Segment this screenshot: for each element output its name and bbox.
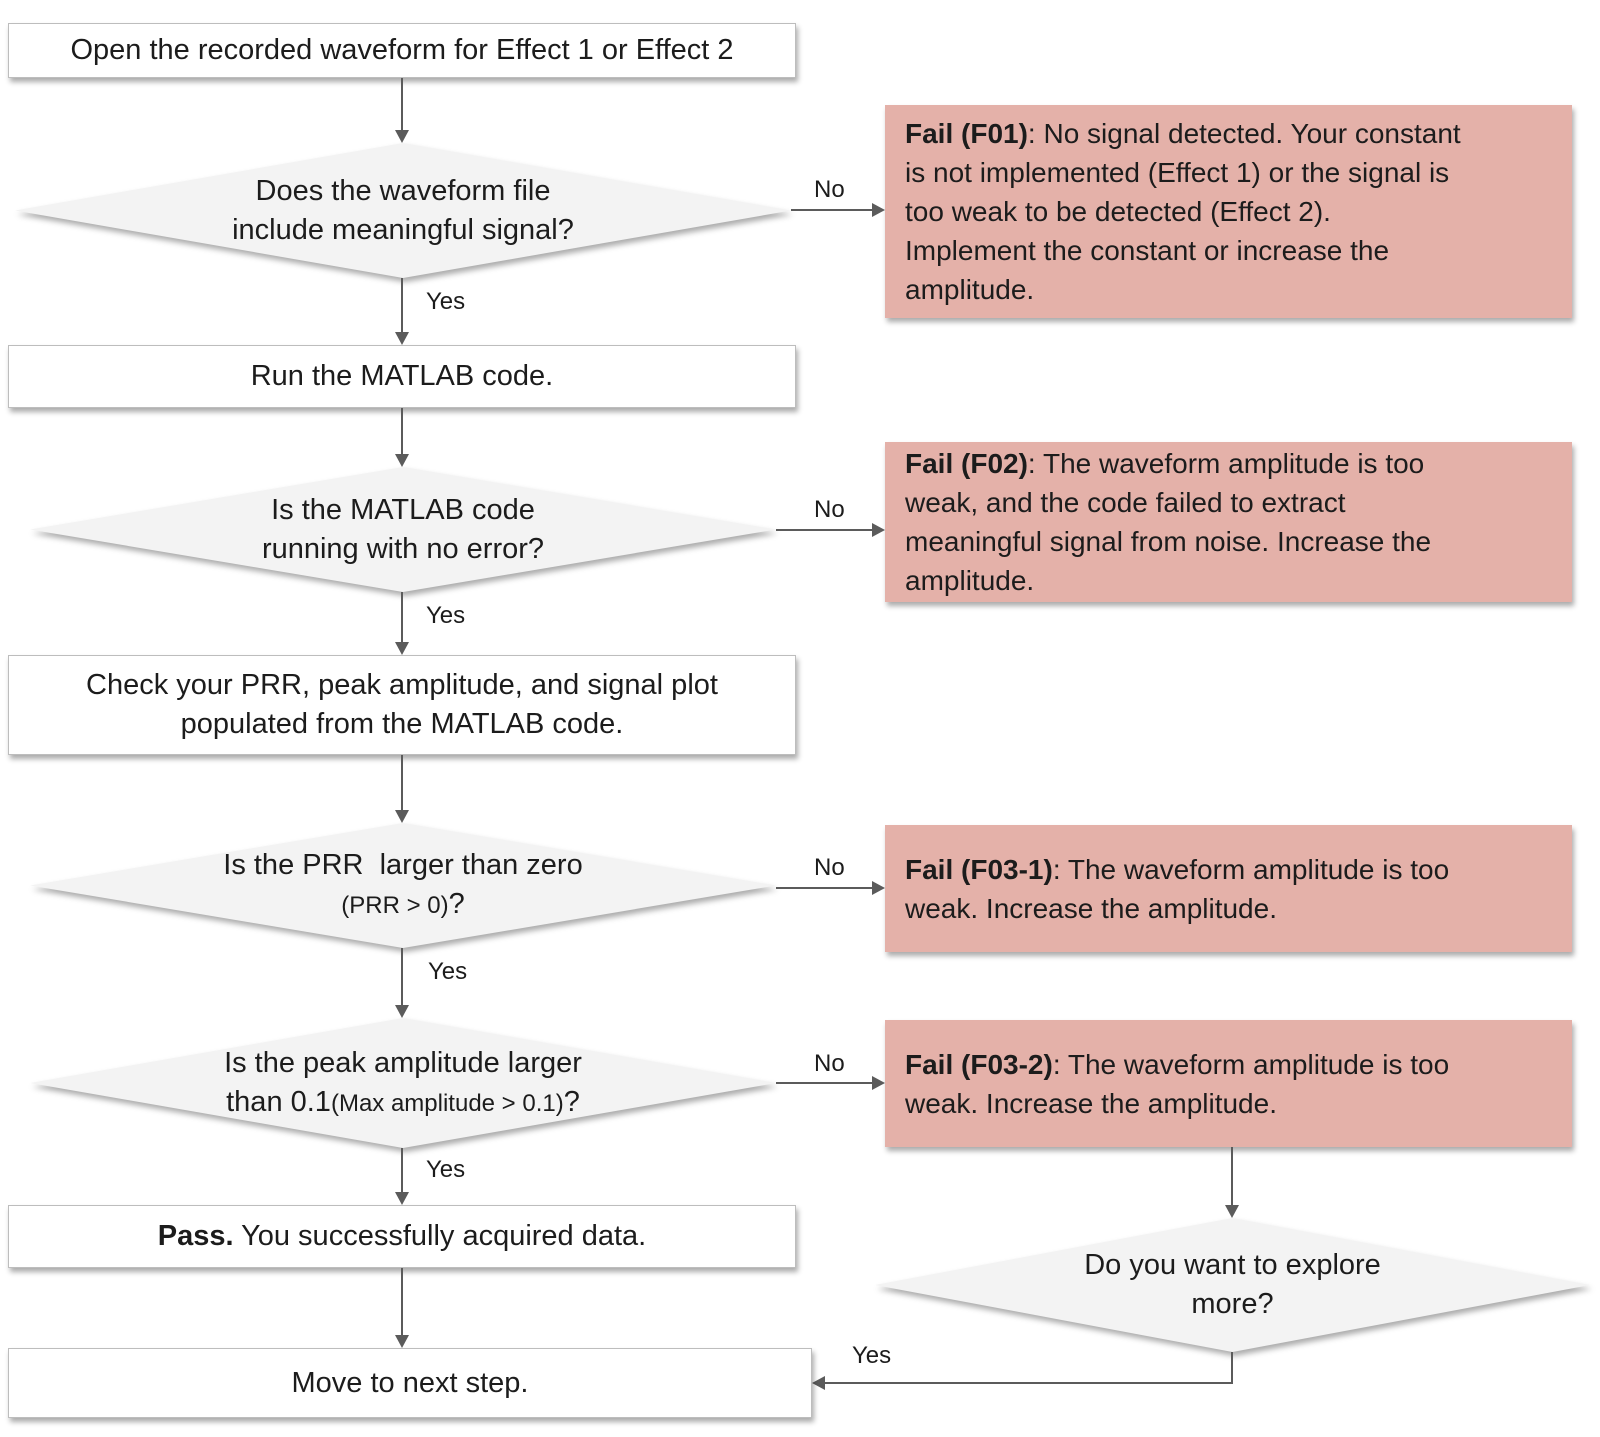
edge-label-yes: Yes (428, 958, 468, 985)
diamond-shape (15, 143, 791, 278)
check-results-label: Check your PRR, peak amplitude, and sign… (86, 669, 718, 740)
arrow-down-icon (1225, 1205, 1239, 1218)
start-box-label: Open the recorded waveform for Effect 1 … (70, 34, 734, 66)
edge-label-yes: Yes (426, 1156, 466, 1183)
edge-d1-run-line (401, 278, 403, 332)
edge-explore-move-hline (825, 1382, 1233, 1384)
fail-f01-code: Fail (F01) (905, 118, 1028, 149)
edge-start-d1-line (401, 78, 403, 131)
pass-box: Pass. You successfully acquired data. (8, 1205, 796, 1268)
fail-f03-1-text: Fail (F03-1): The waveform amplitude is … (905, 850, 1449, 928)
diamond-shape (30, 823, 776, 948)
edge-check-d3-line (401, 755, 403, 810)
fail-f01-box: Fail (F01): No signal detected. Your con… (885, 105, 1572, 318)
run-matlab-box: Run the MATLAB code. (8, 345, 796, 408)
edge-d4-f032-line (776, 1082, 872, 1084)
decision-error-label: Is the MATLAB code running with no error… (261, 493, 545, 565)
decision-prr-condition: (PRR > 0) (341, 892, 449, 919)
arrow-down-icon (395, 1192, 409, 1205)
arrow-right-icon (872, 1076, 885, 1090)
edge-label-no: No (814, 176, 845, 203)
fail-f03-2-code: Fail (F03-2) (905, 1048, 1053, 1080)
fail-f01-message: : No signal detected. Your constant is n… (905, 118, 1461, 305)
edge-label-yes: Yes (426, 288, 466, 315)
fail-f03-1-code: Fail (F03-1) (905, 853, 1053, 885)
run-matlab-label: Run the MATLAB code. (250, 360, 554, 392)
move-next-step-label: Move to next step. (291, 1366, 529, 1399)
decision-amplitude-qmark: ? (563, 1085, 580, 1118)
fail-f03-2-text: Fail (F03-2): The waveform amplitude is … (905, 1045, 1449, 1123)
diamond-shape (875, 1218, 1590, 1352)
decision-amplitude-threshold: than 0.1 (226, 1085, 331, 1118)
edge-d3-d4-line (401, 948, 403, 1005)
edge-run-d2-line (401, 408, 403, 454)
arrow-down-icon (395, 332, 409, 345)
arrow-right-icon (872, 203, 885, 217)
fail-f03-2-box: Fail (F03-2): The waveform amplitude is … (885, 1020, 1572, 1147)
decision-signal-diamond: Does the waveform file include meaningfu… (15, 143, 791, 278)
decision-amplitude-condition: (Max amplitude > 0.1) (330, 1089, 564, 1117)
fail-f02-box: Fail (F02): The waveform amplitude is to… (885, 442, 1572, 602)
arrow-down-icon (395, 642, 409, 655)
arrow-down-icon (395, 1005, 409, 1018)
edge-d2-f02-line (776, 529, 872, 531)
edge-label-no: No (814, 496, 845, 523)
decision-explore-label: Do you want to explore more? (1084, 1249, 1381, 1320)
edge-label-no: No (814, 854, 845, 881)
arrow-left-icon (812, 1376, 825, 1390)
decision-prr-diamond: Is the PRR larger than zero (PRR > 0)? (30, 823, 776, 948)
diamond-shape (30, 1018, 776, 1148)
fail-f03-1-message: : The waveform amplitude is too weak. In… (905, 853, 1450, 924)
arrow-down-icon (395, 1335, 409, 1348)
fail-f02-code: Fail (F02) (905, 448, 1028, 479)
edge-d1-f01-line (791, 209, 872, 211)
decision-prr-qmark: ? (448, 888, 465, 920)
edge-d3-f031-line (776, 887, 872, 889)
edge-f032-explore-line (1231, 1147, 1233, 1205)
check-results-box: Check your PRR, peak amplitude, and sign… (8, 655, 796, 755)
fail-f03-2-message: : The waveform amplitude is too weak. In… (905, 1048, 1450, 1119)
edge-label-yes: Yes (426, 602, 466, 629)
pass-word: Pass. (157, 1220, 234, 1252)
edge-d4-pass-line (401, 1148, 403, 1192)
arrow-right-icon (872, 881, 885, 895)
edge-label-yes: Yes (852, 1342, 892, 1369)
edge-explore-move-vline (1231, 1352, 1233, 1384)
decision-prr-line2: (PRR > 0)? (341, 885, 465, 925)
arrow-down-icon (395, 810, 409, 823)
edge-pass-move-line (401, 1268, 403, 1335)
move-next-step-box: Move to next step. (8, 1348, 812, 1418)
decision-prr-line1: Is the PRR larger than zero (223, 849, 583, 881)
edge-label-no: No (814, 1050, 845, 1077)
decision-error-diamond: Is the MATLAB code running with no error… (30, 467, 776, 592)
start-box: Open the recorded waveform for Effect 1 … (8, 23, 796, 78)
diamond-shape (30, 467, 776, 592)
decision-amplitude-line1: Is the peak amplitude larger (224, 1046, 582, 1079)
edge-d2-check-line (401, 592, 403, 642)
pass-label: Pass. You successfully acquired data. (158, 1217, 647, 1256)
decision-amplitude-label: Is the peak amplitude larger than 0.1(Ma… (30, 1018, 776, 1148)
arrow-right-icon (872, 523, 885, 537)
fail-f02-text: Fail (F02): The waveform amplitude is to… (905, 444, 1431, 600)
decision-amplitude-diamond: Is the peak amplitude larger than 0.1(Ma… (30, 1018, 776, 1148)
fail-f03-1-box: Fail (F03-1): The waveform amplitude is … (885, 825, 1572, 952)
fail-f01-text: Fail (F01): No signal detected. Your con… (905, 114, 1461, 309)
decision-prr-label: Is the PRR larger than zero (PRR > 0)? (30, 823, 776, 948)
fail-f02-message: : The waveform amplitude is too weak, an… (905, 448, 1432, 596)
decision-signal-label: Does the waveform file include meaningfu… (232, 174, 574, 246)
pass-message: You successfully acquired data. (233, 1220, 647, 1252)
arrow-down-icon (395, 454, 409, 467)
arrow-down-icon (395, 130, 409, 143)
decision-amplitude-line2: than 0.1(Max amplitude > 0.1)? (226, 1083, 580, 1123)
decision-explore-diamond: Do you want to explore more? (875, 1218, 1590, 1352)
